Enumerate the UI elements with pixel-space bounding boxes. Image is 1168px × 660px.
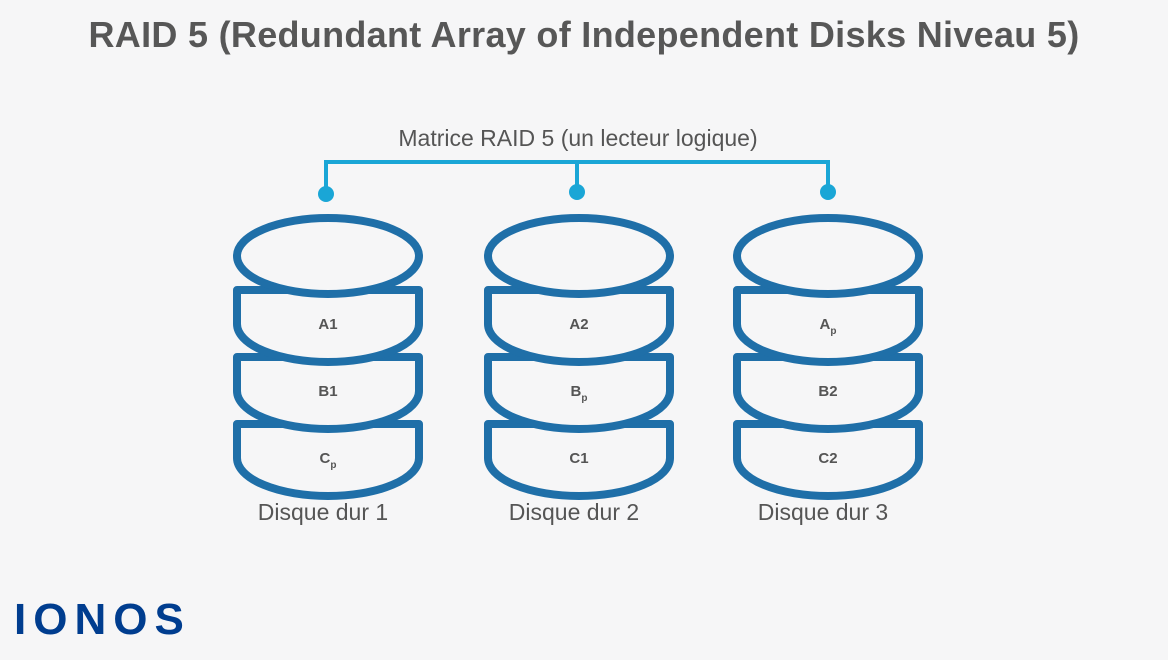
connector-dot	[318, 186, 334, 202]
block-label: Bp	[571, 383, 588, 404]
disk-platter	[733, 420, 923, 500]
page-title: RAID 5 (Redundant Array of Independent D…	[88, 14, 1080, 55]
block-main: B1	[318, 383, 337, 400]
block-label: C2	[818, 450, 837, 467]
ionos-logo: IONOS	[14, 595, 191, 644]
block-main: C2	[818, 450, 837, 467]
disk-label: Disque dur 2	[509, 499, 639, 525]
array-connector	[318, 160, 836, 202]
disk-top	[733, 214, 923, 298]
block-sub: p	[330, 460, 336, 471]
disk-platter	[233, 286, 423, 366]
block-label: B1	[318, 383, 337, 400]
block-main: A2	[569, 316, 588, 333]
disk-platter	[733, 286, 923, 366]
block-main: C	[320, 450, 331, 467]
block-label: C1	[569, 450, 588, 467]
block-label: A2	[569, 316, 588, 333]
block-label: B2	[818, 383, 837, 400]
connector-dot	[569, 184, 585, 200]
disk-label: Disque dur 1	[258, 499, 388, 525]
disk-label: Disque dur 3	[758, 499, 888, 525]
disk-platter	[484, 286, 674, 366]
block-sub: p	[830, 326, 836, 337]
disk-platter	[733, 353, 923, 433]
disk-platter	[484, 353, 674, 433]
block-main: B2	[818, 383, 837, 400]
block-main: A	[820, 316, 831, 333]
logo-text: IONOS	[14, 595, 191, 644]
block-main: A1	[318, 316, 337, 333]
disk-top	[484, 214, 674, 298]
disk-top	[233, 214, 423, 298]
block-label: Ap	[820, 316, 837, 337]
disk-platter	[484, 420, 674, 500]
block-label: Cp	[320, 450, 337, 471]
block-label: A1	[318, 316, 337, 333]
connector-dot	[820, 184, 836, 200]
disk-platter	[233, 353, 423, 433]
block-main: B	[571, 383, 582, 400]
block-sub: p	[581, 393, 587, 404]
array-label: Matrice RAID 5 (un lecteur logique)	[398, 125, 757, 151]
disk-platter	[233, 420, 423, 500]
block-main: C1	[569, 450, 588, 467]
